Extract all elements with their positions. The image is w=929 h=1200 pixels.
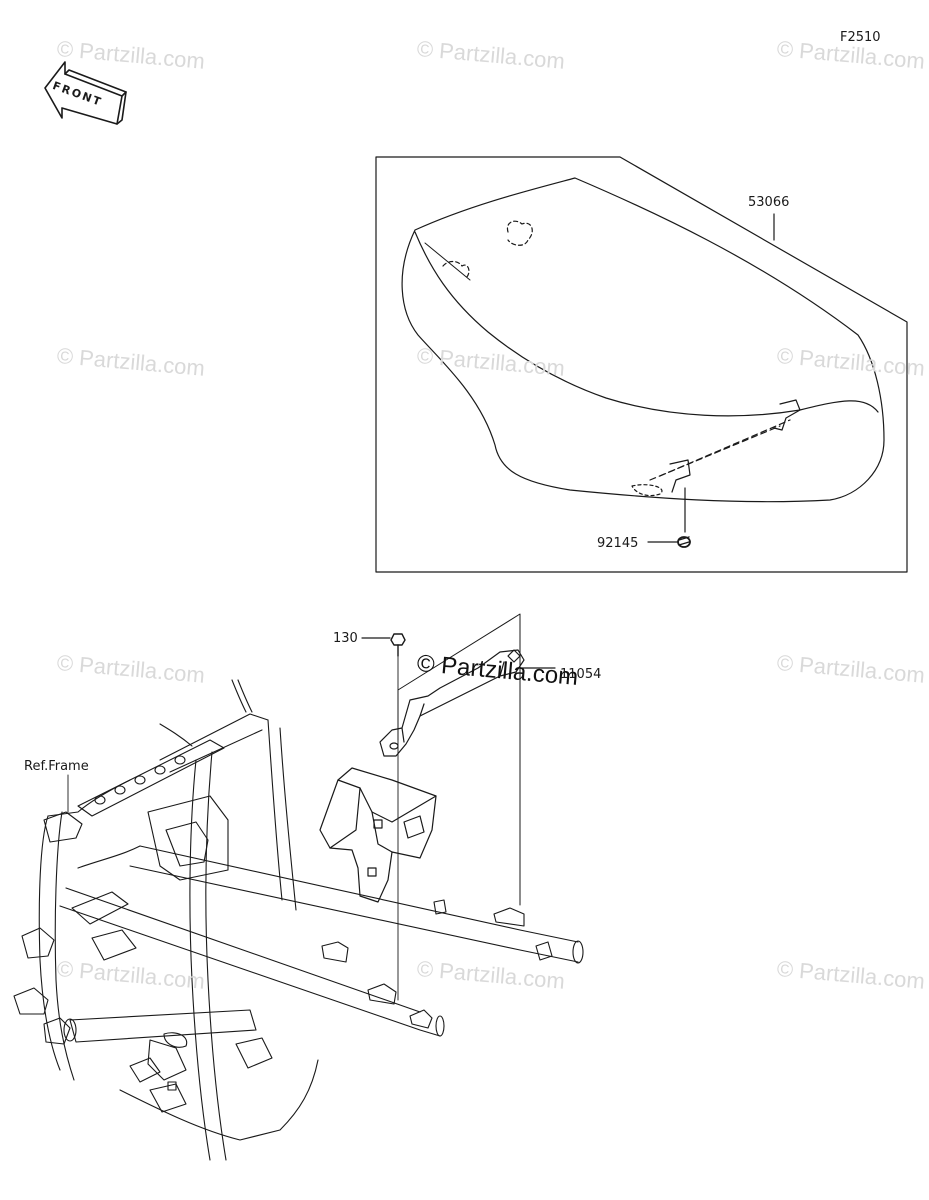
bolt-part-number: 130 [333,631,358,646]
clip-icon [677,536,691,548]
clip-part-number: 92145 [597,536,639,551]
seat-drawing [401,177,885,533]
frame-reference-label: Ref.Frame [24,759,89,774]
seat-box-outline [375,156,908,573]
front-arrow-icon [44,61,127,125]
bracket-part-number: 11054 [560,667,602,682]
seat-part-number: 53066 [748,195,790,210]
bracket-drawing [379,649,525,757]
frame-drawing [13,679,584,1161]
seat-mount-drawing [319,767,437,903]
bolt-icon [390,633,406,657]
figure-code: F2510 [840,30,881,45]
bracket-box-outline [397,613,521,906]
